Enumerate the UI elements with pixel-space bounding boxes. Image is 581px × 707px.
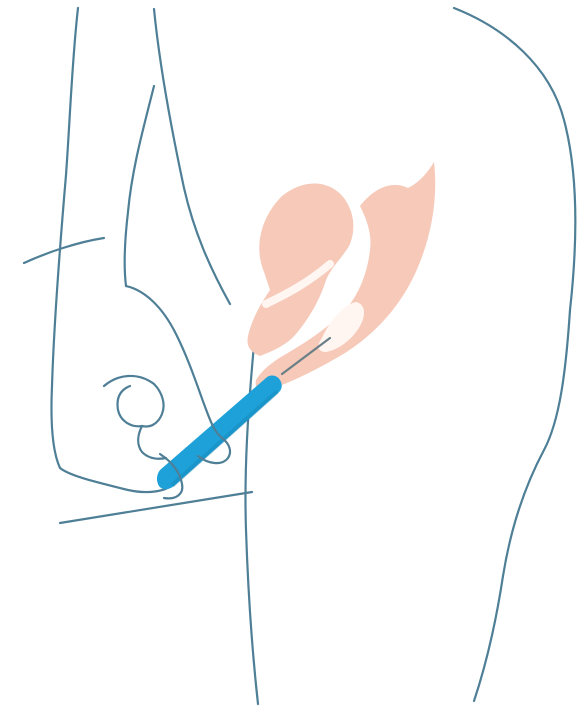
waist-line bbox=[24, 238, 104, 263]
applicator-handle bbox=[157, 376, 282, 490]
reproductive-anatomy bbox=[248, 162, 436, 391]
arm-outline bbox=[154, 9, 230, 304]
body-lower-edge bbox=[60, 492, 252, 523]
back-arm-line bbox=[125, 86, 154, 286]
hand-fingers bbox=[104, 376, 166, 459]
body-right-contour bbox=[454, 8, 575, 701]
hand-thumb bbox=[118, 386, 143, 426]
applicator-shadow bbox=[170, 390, 279, 487]
body-left-contour bbox=[51, 8, 172, 492]
